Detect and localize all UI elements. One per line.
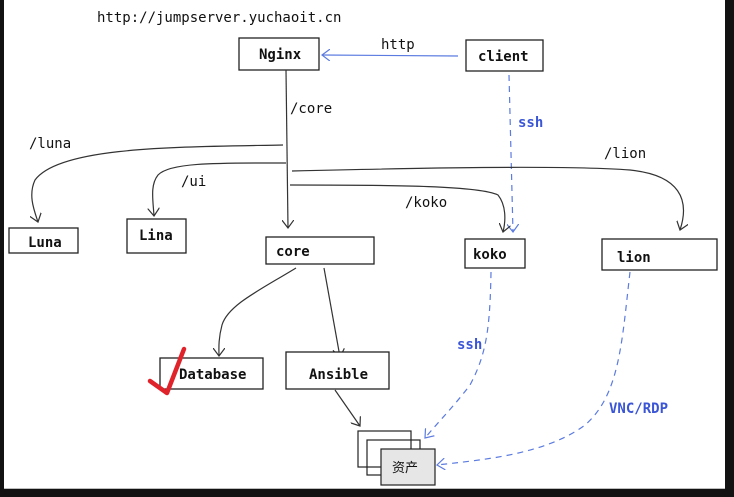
node-core: core: [265, 236, 375, 265]
edge-core-ansible: [323, 267, 340, 357]
edge-ssh-client-koko: [509, 74, 513, 232]
edge-core-route: [286, 69, 288, 228]
title-url: http://jumpserver.yuchaoit.cn: [97, 10, 341, 26]
node-lina: Lina: [126, 218, 187, 254]
node-client-label: client: [478, 49, 529, 65]
edge-label-koko: /koko: [405, 195, 447, 211]
edge-label-vnc-rdp: VNC/RDP: [609, 401, 668, 417]
node-lion: lion: [601, 238, 718, 271]
node-nginx-label: Nginx: [259, 47, 302, 63]
node-lion-label: lion: [617, 250, 651, 266]
edge-label-lion: /lion: [604, 146, 646, 162]
edge-ansible-assets: [334, 389, 360, 426]
node-lina-label: Lina: [139, 228, 173, 244]
edge-http: [322, 55, 459, 56]
node-luna-label: Luna: [28, 235, 62, 251]
checkmark-icon: [147, 346, 187, 396]
edge-core-database: [219, 267, 297, 356]
edge-vnc-rdp-lion-assets: [437, 271, 631, 465]
edge-label-http: http: [381, 37, 415, 53]
edge-ui-route: [153, 162, 287, 216]
node-assets-label: 资产: [392, 461, 418, 476]
node-ansible: Ansible: [285, 351, 390, 390]
node-assets: 资产: [357, 430, 436, 486]
node-luna: Luna: [8, 227, 79, 254]
node-nginx: Nginx: [238, 37, 320, 71]
edge-label-luna: /luna: [29, 136, 71, 152]
edge-lion-route: [291, 166, 683, 230]
node-koko: koko: [464, 238, 526, 269]
node-ansible-label: Ansible: [309, 367, 368, 383]
node-core-label: core: [276, 244, 310, 260]
edge-label-core: /core: [290, 101, 332, 117]
edge-luna-route: [32, 144, 284, 222]
edge-label-ui: /ui: [181, 174, 206, 190]
node-database-label: Database: [179, 367, 246, 383]
node-client: client: [465, 39, 544, 72]
edge-koko-route: [289, 184, 505, 232]
node-database: Database: [159, 357, 264, 390]
node-koko-label: koko: [473, 247, 507, 263]
edge-ssh-koko-assets: [425, 271, 492, 438]
edge-label-ssh-client: ssh: [518, 115, 543, 131]
edge-label-ssh-koko: ssh: [457, 337, 482, 353]
